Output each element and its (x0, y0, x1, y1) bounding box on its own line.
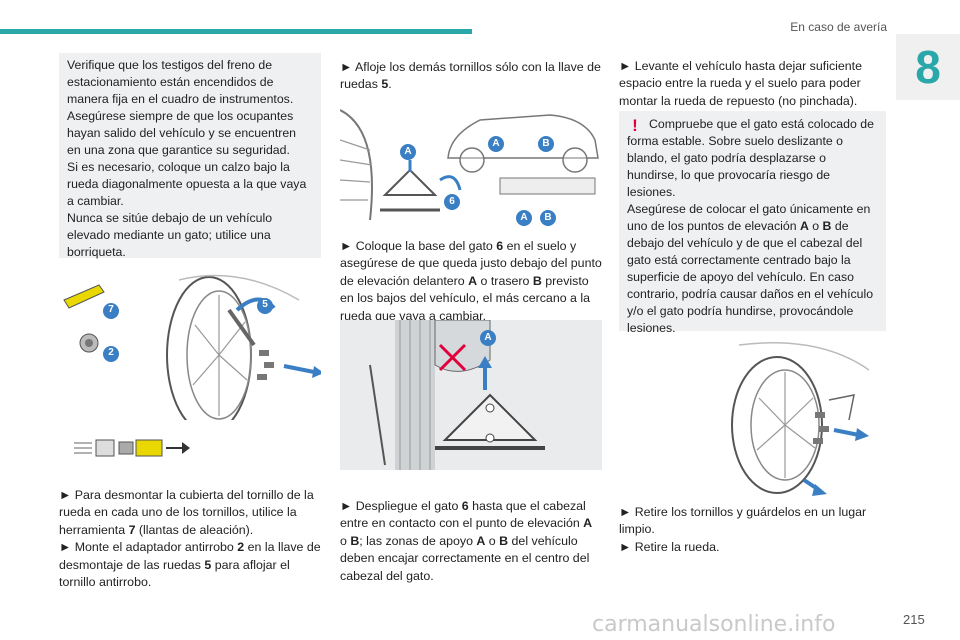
instruction-raise-vehicle: ► Levante el vehículo hasta dejar sufici… (619, 58, 886, 110)
instruction-remove-cover: ► Para desmontar la cubierta del tornill… (59, 487, 321, 539)
ref-number: 5 (204, 557, 212, 572)
warning-text-3: Si es necesario, coloque un calzo bajo l… (67, 160, 307, 208)
jack-safety-alert: ! Compruebe que el gato está colocado de… (619, 111, 886, 335)
instruction-text: previsto en los bajos del vehículo, el m… (340, 273, 591, 323)
jack-raise-illustration (340, 319, 602, 470)
figure-wheel-bolt-removal: 7 2 5 (59, 270, 324, 470)
chapter-tab: 8 (896, 34, 960, 100)
instruction-text: ► Monte el adaptador antirrobo (59, 540, 238, 555)
header-accent-bar (0, 29, 472, 34)
ref-number: 7 (128, 522, 136, 537)
instruction-deploy-jack: ► Despliegue el gato 6 hasta que el cabe… (340, 498, 602, 585)
safety-warning-box: Verifique que los testigos del freno de … (59, 53, 321, 259)
figure-jack-points: A A B 6 A B (339, 100, 602, 230)
instruction-store-bolts: ► Retire los tornillos y guárdelos en un… (619, 505, 867, 537)
ref-number: 6 (461, 499, 469, 513)
instruction-text: o (485, 533, 500, 548)
col1-instructions: ► Para desmontar la cubierta del tornill… (59, 487, 321, 591)
marker-label-a: A (404, 146, 412, 157)
ref-letter: A (468, 273, 478, 288)
alert-text: Asegúrese de colocar el gato únicamente … (627, 202, 871, 233)
chapter-number: 8 (915, 41, 941, 93)
warning-text-1: Verifique que los testigos del freno de … (67, 58, 294, 106)
wheel-removal-illustration (731, 342, 870, 496)
col3-final-instructions: ► Retire los tornillos y guárdelos en un… (619, 504, 886, 556)
figure-label-5: 5 (262, 299, 268, 310)
figure-label-7: 7 (108, 304, 114, 315)
instruction-text: hasta que el cabezal entre en contacto c… (340, 499, 586, 531)
marker-label-b: B (542, 138, 550, 149)
ref-number: 5 (381, 77, 389, 92)
instruction-loosen-bolts: ► Afloje los demás tornillos sólo con la… (340, 59, 602, 94)
instruction-text: ► Levante el vehículo hasta dejar sufici… (619, 59, 863, 108)
instruction-text: ► Coloque la base del gato (340, 239, 497, 253)
alert-text: de debajo del vehículo y de que el cabez… (627, 219, 874, 335)
instruction-text: o (340, 533, 351, 548)
ref-letter: A (476, 533, 486, 548)
alert-text-1: Compruebe que el gato está colocado de f… (627, 117, 874, 199)
figure-wheel-removed (619, 340, 886, 500)
marker-label-a: A (520, 212, 528, 223)
warning-text-2: Asegúrese siempre de que los ocupantes h… (67, 109, 297, 157)
marker-label-a: A (492, 138, 500, 149)
instruction-mount-adapter: ► Monte el adaptador antirrobo 2 en la l… (59, 539, 321, 591)
ref-number: 2 (237, 540, 245, 555)
figure-label-2: 2 (108, 347, 114, 358)
instruction-text: ; las zonas de apoyo (359, 533, 477, 548)
instruction-text: en el suelo y asegúrese de que queda jus… (340, 239, 602, 288)
section-title: En caso de avería (790, 20, 887, 34)
ref-letter: B (499, 533, 509, 548)
instruction-text: ► Afloje los demás tornillos sólo con la… (340, 60, 601, 92)
watermark-url: carmanualsonline.info (592, 612, 836, 637)
jack-points-illustration (339, 109, 599, 226)
instruction-text: ► Para desmontar la cubierta del tornill… (59, 488, 314, 537)
marker-label-a: A (484, 332, 492, 343)
warning-text-4: Nunca se sitúe debajo de un vehículo ele… (67, 211, 273, 259)
ref-letter: A (583, 516, 593, 531)
instruction-text: . (388, 77, 392, 92)
figure-jack-raise: A (340, 319, 602, 470)
ref-letter: B (350, 533, 360, 548)
ref-letter: B (822, 219, 832, 233)
page-number: 215 (903, 612, 925, 627)
alert-text-2: Asegúrese de colocar el gato únicamente … (627, 201, 878, 337)
marker-label-6: 6 (449, 196, 455, 207)
exclamation-icon: ! (632, 116, 638, 135)
instruction-text: (llantas de aleación). (135, 522, 254, 537)
instruction-text: ► Despliegue el gato (340, 499, 462, 513)
instruction-remove-wheel: ► Retire la rueda. (619, 539, 720, 554)
ref-letter: B (532, 273, 542, 288)
instruction-text: del vehículo deben encajar correctamente… (340, 533, 590, 583)
instruction-place-jack: ► Coloque la base del gato 6 en el suelo… (340, 238, 602, 325)
instruction-text: para aflojar el tornillo antirrobo. (59, 557, 290, 590)
marker-label-b: B (544, 212, 552, 223)
ref-number: 6 (496, 239, 504, 253)
instruction-text: en la llave de desmontaje de las ruedas (59, 540, 321, 572)
wheel-bolt-illustration (59, 270, 324, 470)
ref-letter: A (799, 219, 809, 233)
instruction-text: o trasero (477, 273, 533, 288)
alert-text: o (808, 219, 823, 233)
